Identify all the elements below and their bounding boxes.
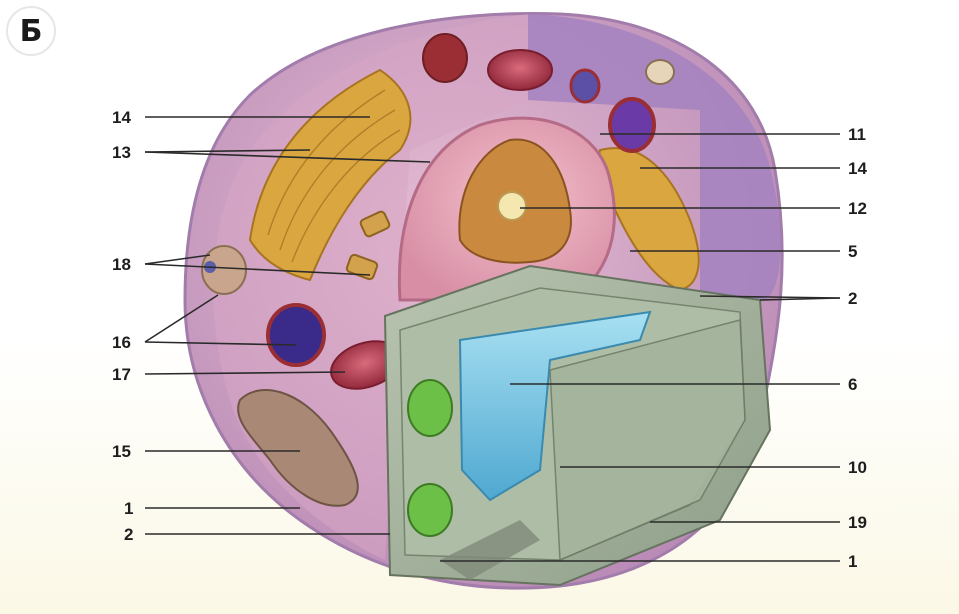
chloroplast-2 — [408, 484, 452, 536]
top-mitochondrion — [488, 50, 552, 90]
label-left-15: 15 — [112, 442, 131, 461]
label-right-11: 11 — [848, 125, 866, 144]
label-right-2: 2 — [848, 289, 857, 308]
top-vesicle — [423, 34, 467, 82]
label-left-18: 18 — [112, 255, 131, 274]
label-right-5: 5 — [848, 242, 857, 261]
label-left-2: 2 — [124, 525, 133, 544]
right-lysosome — [610, 99, 654, 151]
label-right-1: 1 — [848, 552, 857, 571]
top-lysosome — [571, 70, 599, 102]
label-left-1: 1 — [124, 499, 133, 518]
label-right-6: 6 — [848, 375, 857, 394]
label-left-13: 13 — [112, 143, 131, 162]
label-left-17: 17 — [112, 365, 131, 384]
label-right-14: 14 — [848, 159, 867, 178]
label-right-12: 12 — [848, 199, 867, 218]
lysosome-left — [268, 305, 324, 365]
chloroplast-1 — [408, 380, 452, 436]
label-right-10: 10 — [848, 458, 867, 477]
label-left-14: 14 — [112, 108, 131, 127]
top-vacuole — [646, 60, 674, 84]
nucleolus — [498, 192, 526, 220]
label-right-19: 19 — [848, 513, 867, 532]
label-left-16: 16 — [112, 333, 131, 352]
